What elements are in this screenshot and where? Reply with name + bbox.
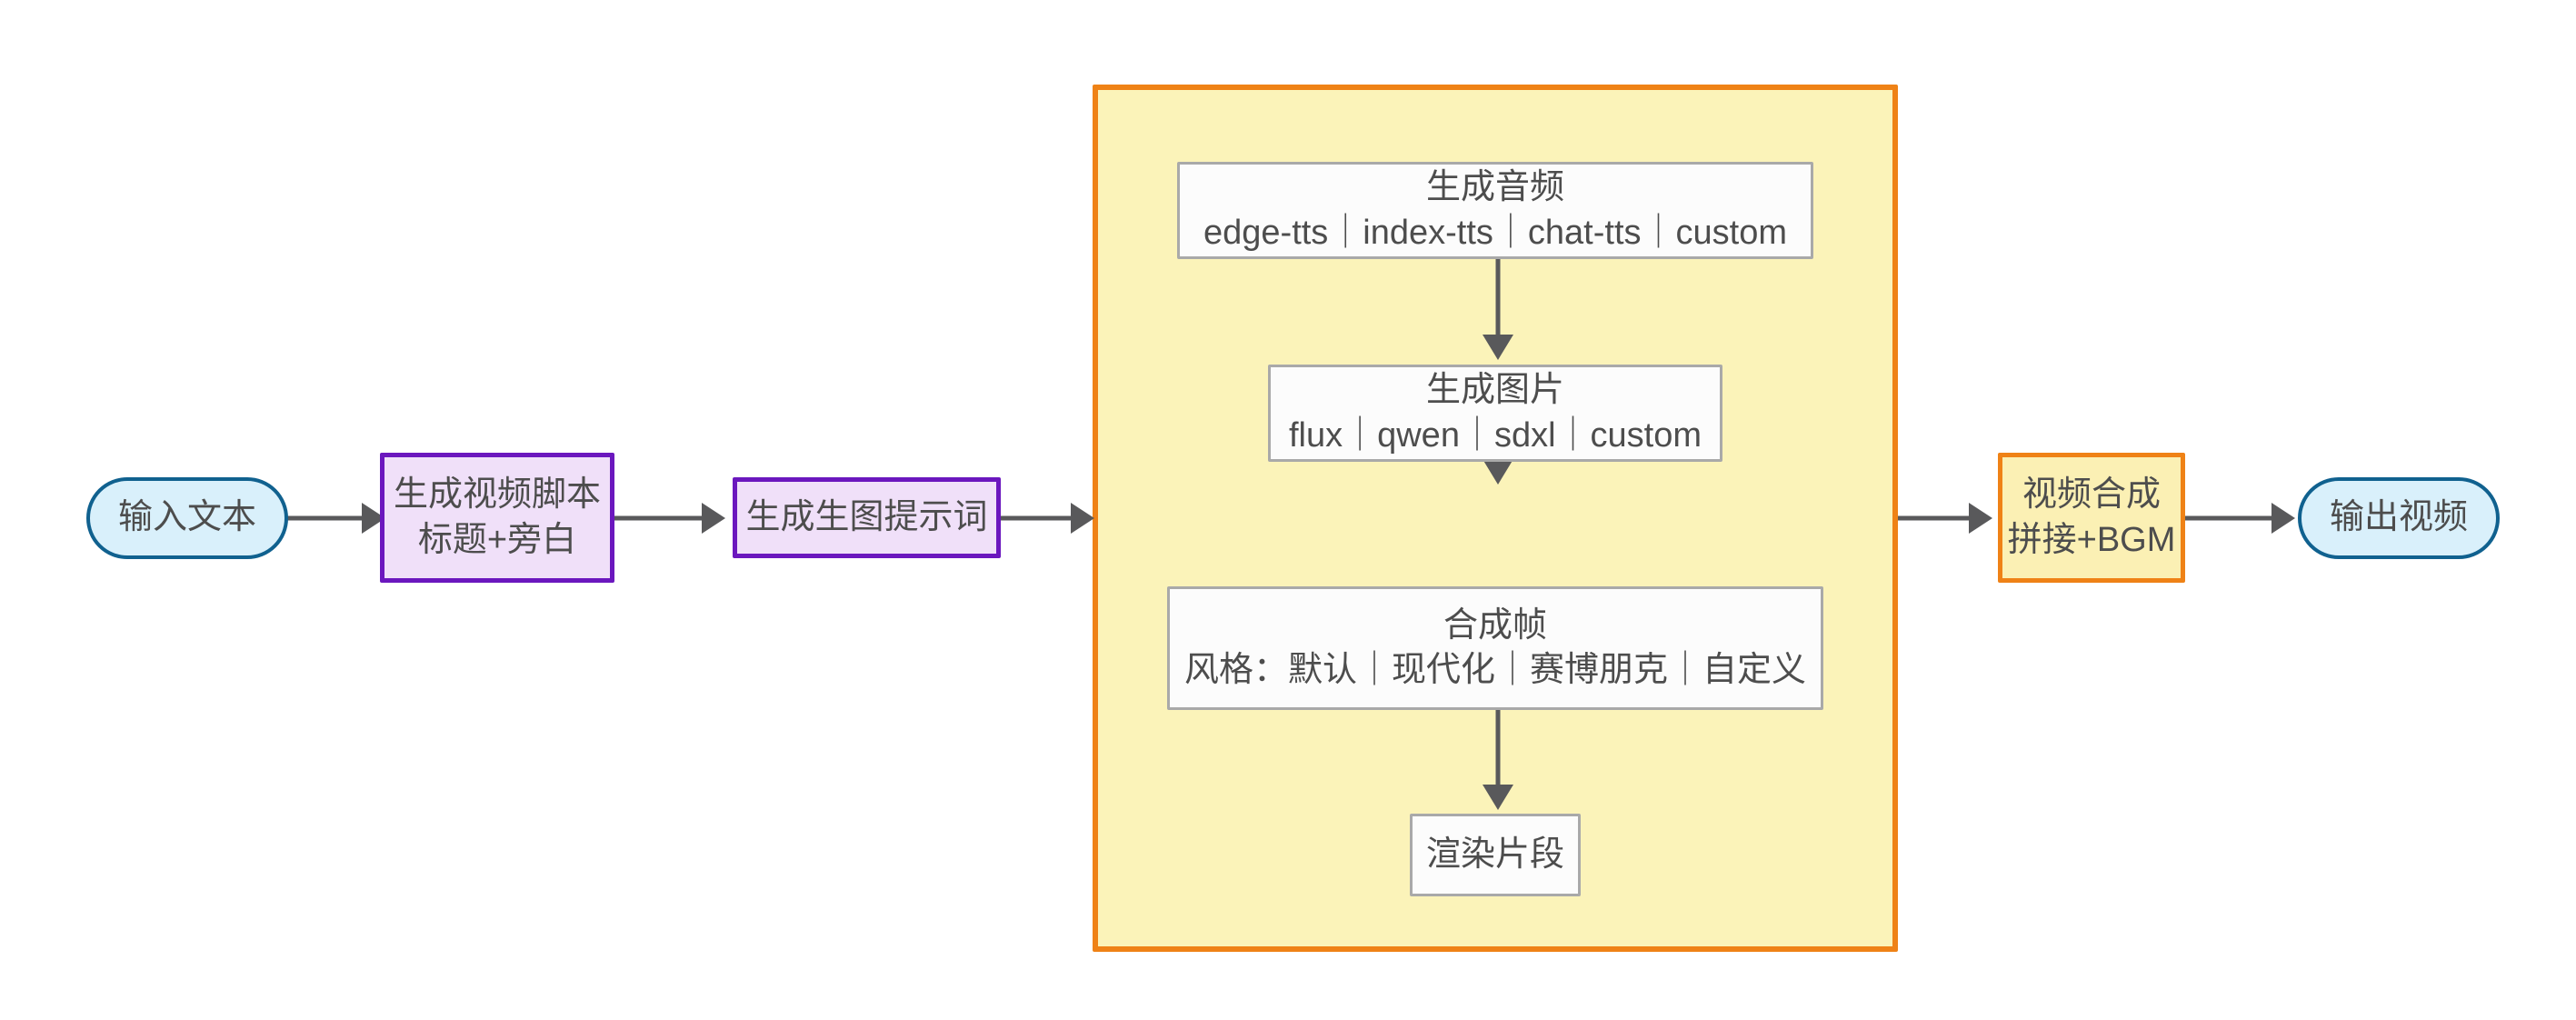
node-input-text[interactable]: 输入文本 bbox=[86, 477, 288, 559]
node-generate-image[interactable]: 生成图片 flux｜qwen｜sdxl｜custom bbox=[1268, 365, 1722, 462]
node-generate-image-line1: 生成图片 bbox=[1425, 371, 1564, 410]
node-generate-prompt-label: 生成生图提示词 bbox=[745, 497, 988, 536]
node-generate-script-line2: 标题+旁白 bbox=[417, 520, 577, 559]
edge-render-to-merge bbox=[1898, 495, 2016, 541]
edge-input-to-script bbox=[282, 495, 391, 541]
node-compose-frame-line1: 合成帧 bbox=[1443, 605, 1547, 645]
node-output-video-label: 输出视频 bbox=[2329, 498, 2468, 537]
node-input-text-label: 输入文本 bbox=[117, 498, 256, 537]
node-video-merge-line1: 视频合成 bbox=[2022, 475, 2161, 515]
edge-merge-to-output bbox=[2184, 495, 2302, 541]
node-generate-script-line1: 生成视频脚本 bbox=[393, 475, 601, 515]
node-generate-audio[interactable]: 生成音频 edge-tts｜index-tts｜chat-tts｜custom bbox=[1177, 162, 1813, 259]
node-generate-script[interactable]: 生成视频脚本 标题+旁白 bbox=[380, 453, 614, 583]
node-render-clip-label: 渲染片段 bbox=[1425, 835, 1564, 874]
node-video-merge-line2: 拼接+BGM bbox=[2007, 520, 2176, 559]
edge-audio-to-image bbox=[1473, 258, 1527, 365]
node-render-clip[interactable]: 渲染片段 bbox=[1410, 814, 1581, 896]
node-generate-audio-line1: 生成音频 bbox=[1425, 168, 1564, 207]
edge-frame-to-render bbox=[1473, 708, 1527, 815]
node-compose-frame-line2: 风格：默认｜现代化｜赛博朋克｜自定义 bbox=[1183, 651, 1806, 689]
node-compose-frame[interactable]: 合成帧 风格：默认｜现代化｜赛博朋克｜自定义 bbox=[1167, 586, 1823, 710]
node-video-merge[interactable]: 视频合成 拼接+BGM bbox=[1998, 453, 2185, 583]
node-generate-prompt[interactable]: 生成生图提示词 bbox=[733, 477, 1001, 558]
node-output-video[interactable]: 输出视频 bbox=[2298, 477, 2500, 559]
node-generate-image-line2: flux｜qwen｜sdxl｜custom bbox=[1288, 415, 1702, 455]
node-generate-audio-line2: edge-tts｜index-tts｜chat-tts｜custom bbox=[1203, 213, 1787, 252]
edge-prompt-to-audio bbox=[1000, 495, 1109, 541]
edge-script-to-prompt bbox=[614, 495, 733, 541]
